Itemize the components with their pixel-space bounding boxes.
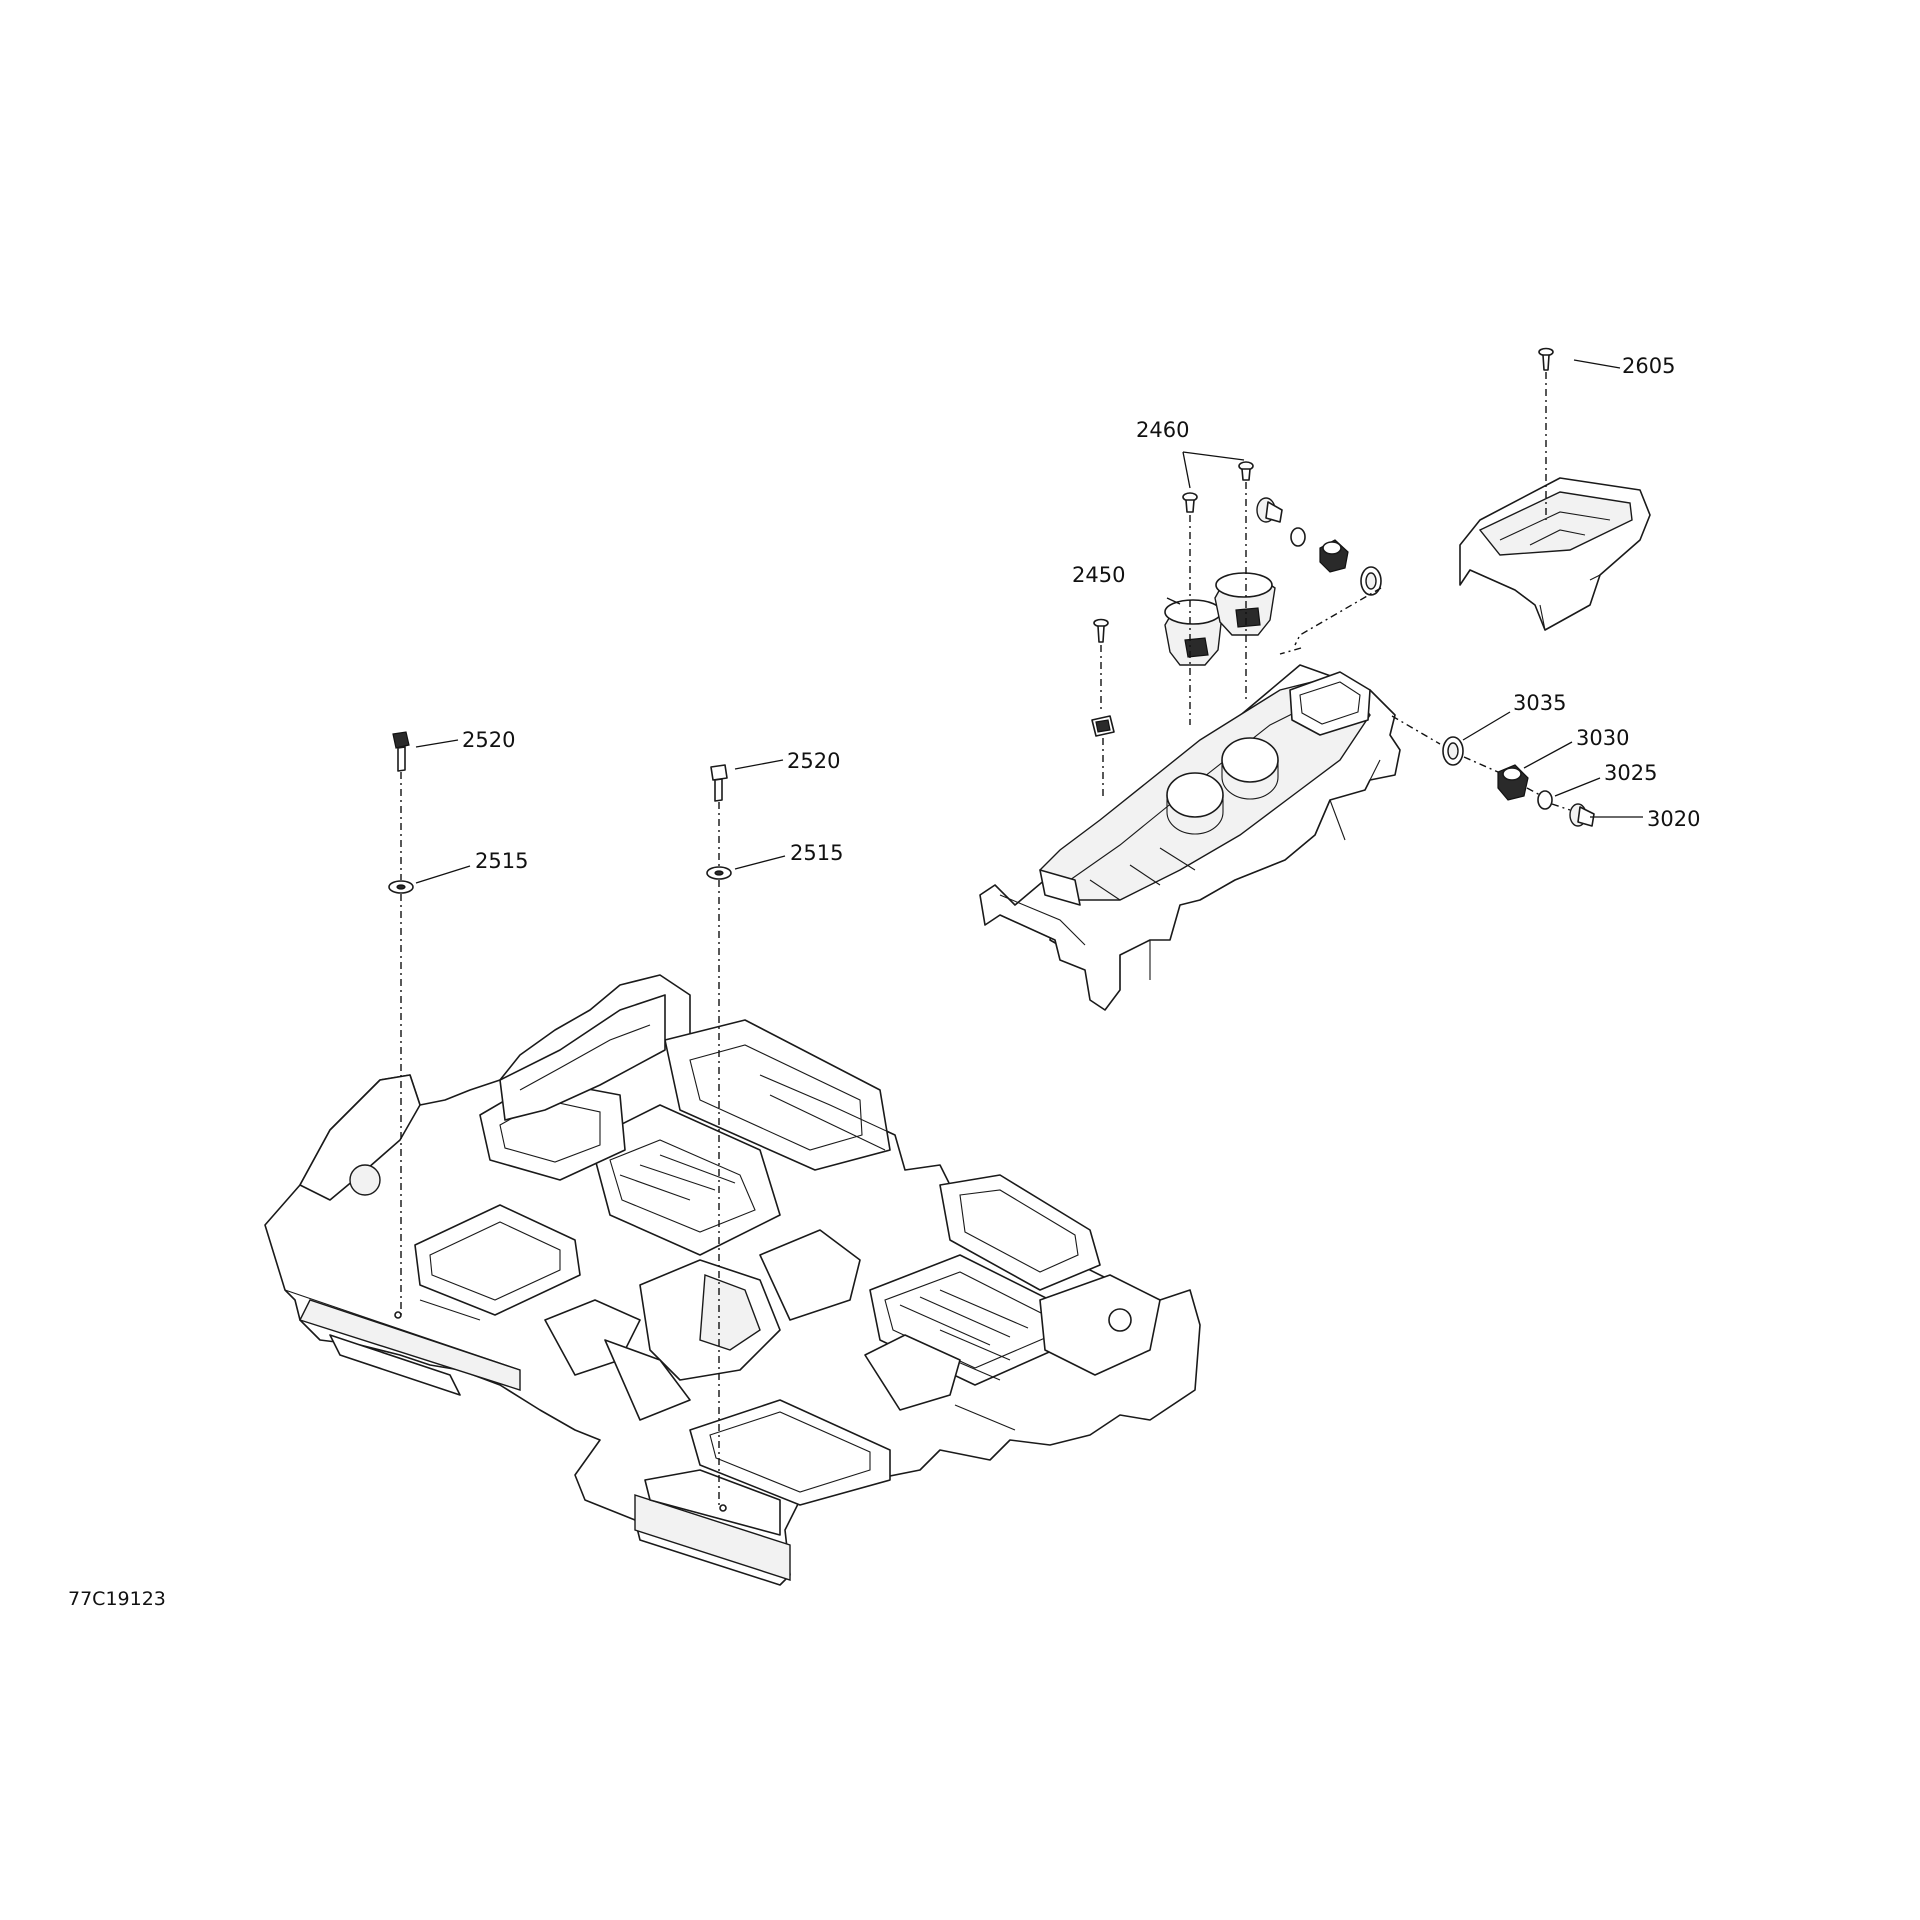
cup-holder-right xyxy=(1214,572,1276,636)
nut-3030 xyxy=(1497,764,1529,801)
callout-2515-right: 2515 xyxy=(790,841,843,865)
push-rivet-a xyxy=(1182,492,1198,513)
callout-2520-left: 2520 xyxy=(462,728,515,752)
floor-pan xyxy=(264,974,1201,1586)
center-console xyxy=(979,664,1401,1011)
upper-nut xyxy=(1319,539,1349,573)
washer-3025 xyxy=(1537,790,1553,810)
callout-2450: 2450 xyxy=(1072,563,1125,587)
bolt-2520-right xyxy=(710,764,728,802)
assembly-centerlines xyxy=(400,372,1571,1508)
callout-2515-left: 2515 xyxy=(475,849,528,873)
screw-console xyxy=(1093,618,1109,643)
plug-3020 xyxy=(1569,803,1595,827)
push-rivet-b xyxy=(1238,461,1254,481)
callout-3025: 3025 xyxy=(1604,761,1657,785)
rear-panel xyxy=(1459,477,1651,631)
upper-plug xyxy=(1256,497,1283,523)
callout-3030: 3030 xyxy=(1576,726,1629,750)
callout-2520-right: 2520 xyxy=(787,749,840,773)
callout-2605: 2605 xyxy=(1622,354,1675,378)
callout-labels: 2605 2460 2450 3035 3030 3025 3020 2520 … xyxy=(68,354,1700,1610)
callout-3020: 3020 xyxy=(1647,807,1700,831)
callout-3035: 3035 xyxy=(1513,691,1566,715)
clip-console xyxy=(1091,715,1115,737)
bolt-2520-left xyxy=(392,731,410,772)
cup-holder-left xyxy=(1164,599,1223,666)
screw-2605 xyxy=(1538,347,1554,371)
callout-2460: 2460 xyxy=(1136,418,1189,442)
figure-id: 77C19123 xyxy=(68,1588,166,1610)
leader-lines xyxy=(415,359,1643,884)
upper-washer-small xyxy=(1290,527,1306,547)
